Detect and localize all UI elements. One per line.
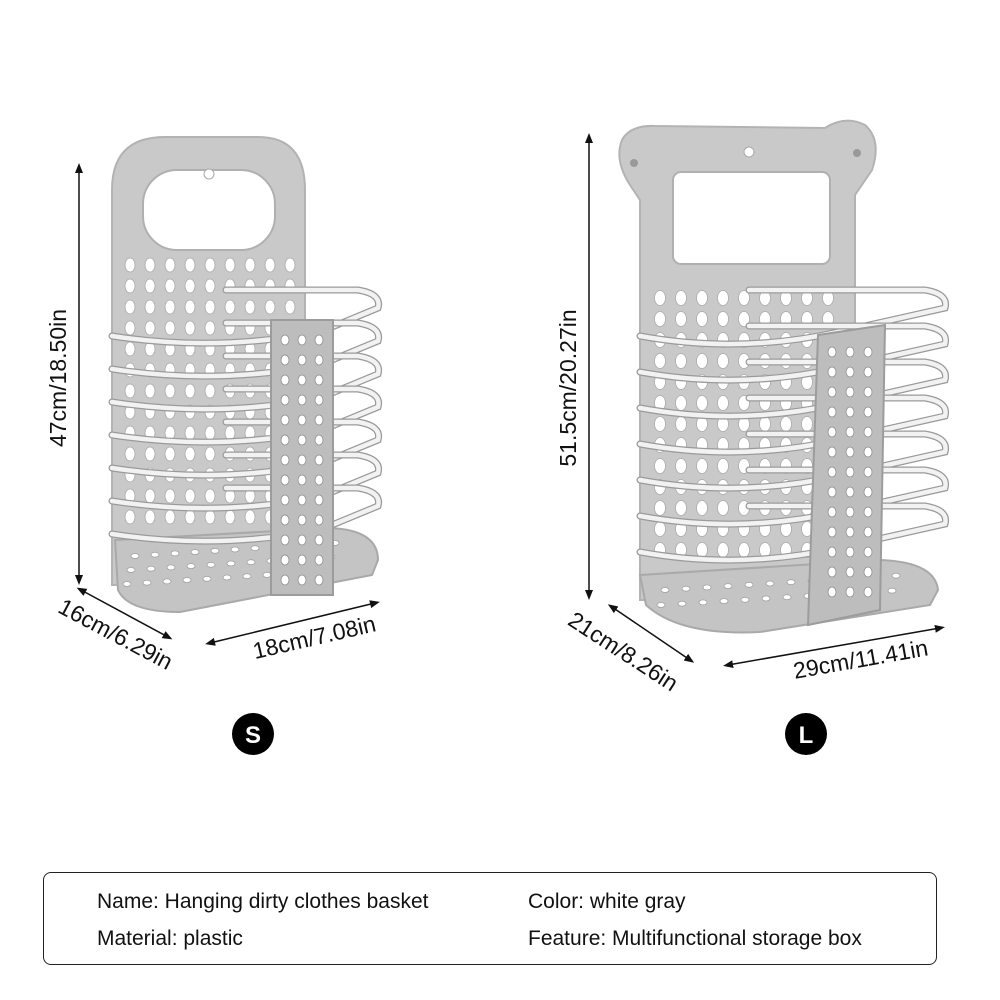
large-depth-label: 21cm/8.26in	[564, 606, 683, 696]
size-badge-small: S	[232, 713, 274, 755]
small-basket	[108, 136, 383, 614]
large-front-panel	[806, 323, 887, 627]
small-height-label: 47cm/18.50in	[45, 309, 71, 447]
spec-box: Name: Hanging dirty clothes basket Color…	[43, 872, 937, 965]
large-basket	[618, 119, 950, 634]
spec-color: Color: white gray	[528, 890, 686, 913]
large-height-label: 51.5cm/20.27in	[555, 309, 581, 466]
spec-material: Material: plastic	[97, 927, 243, 950]
large-width-arrow	[723, 624, 945, 669]
small-depth-arrow	[76, 587, 173, 640]
spec-name: Name: Hanging dirty clothes basket	[97, 890, 429, 913]
large-hanging-hole	[743, 146, 755, 158]
large-handle-hole	[672, 171, 831, 265]
small-hanging-hole	[203, 168, 215, 180]
small-front-panel	[270, 319, 334, 596]
small-width-arrow	[205, 600, 380, 646]
large-depth-arrow	[607, 604, 695, 663]
svg-text:L: L	[799, 722, 814, 749]
size-badge-large: L	[785, 713, 827, 755]
small-handle-hole	[142, 169, 276, 251]
svg-text:S: S	[245, 722, 261, 749]
spec-feature: Feature: Multifunctional storage box	[528, 927, 862, 950]
